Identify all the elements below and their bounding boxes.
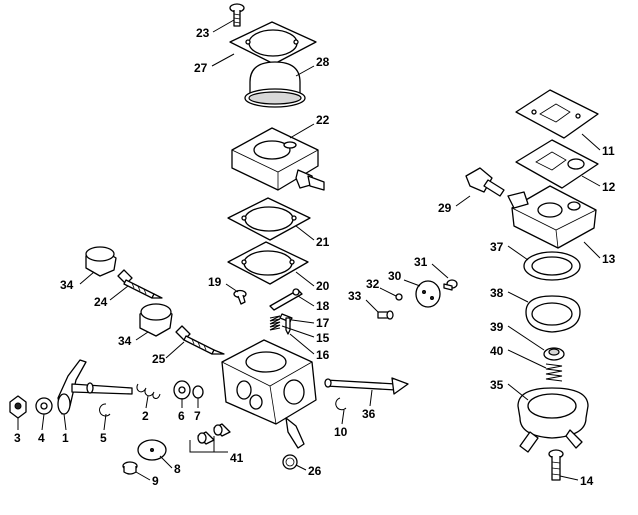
callout-17: 17: [316, 316, 330, 330]
callout-8: 8: [174, 462, 181, 476]
callout-38: 38: [490, 286, 504, 300]
part-20-diaphragm: [227, 241, 309, 285]
part-35-pump-cover: [517, 387, 589, 453]
part-12-diaphragm: [515, 139, 599, 189]
part-37-gasket: [523, 251, 581, 281]
part-31-screw: [443, 279, 458, 291]
part-19-screw: [233, 289, 247, 305]
part-38-diaphragm: [525, 295, 581, 333]
part-2-spring: [136, 383, 161, 399]
part-22-pump-cover: [231, 127, 325, 191]
part-23-screw: [229, 3, 245, 27]
callout-5: 5: [100, 431, 107, 445]
callout-19: 19: [208, 275, 222, 289]
callout-3: 3: [14, 431, 21, 445]
part-13-pump-body: [507, 185, 597, 249]
callout-26: 26: [308, 464, 322, 478]
part-18-lever: [269, 288, 303, 311]
part-10-circlip: [335, 397, 347, 411]
part-8-plate: [137, 439, 167, 461]
part-27-gasket: [229, 21, 317, 65]
callout-15: 15: [316, 331, 330, 345]
part-30-plate: [415, 280, 441, 308]
part-40-spring: [545, 363, 563, 382]
callout-24: 24: [94, 295, 108, 309]
callout-34-upper: 34: [60, 278, 74, 292]
carburetor-body: [221, 339, 317, 449]
callout-40: 40: [490, 344, 504, 358]
part-3-nut: [9, 395, 27, 419]
part-14-screw: [548, 449, 564, 481]
part-39-disc: [543, 347, 565, 361]
part-24-adjusting-screw: [117, 269, 163, 299]
callout-12: 12: [602, 180, 616, 194]
part-16-inlet-needle: [285, 317, 291, 335]
callout-29: 29: [438, 201, 452, 215]
part-1-throttle-shaft: [57, 359, 133, 415]
callout-32: 32: [366, 277, 380, 291]
callout-18: 18: [316, 299, 330, 313]
part-29-screw: [465, 167, 505, 197]
callout-13: 13: [602, 252, 616, 266]
part-4-washer: [35, 397, 53, 415]
part-34-limiter-cap-upper: [85, 246, 117, 277]
part-9-screw: [122, 461, 138, 475]
callout-37: 37: [490, 240, 504, 254]
part-5-circlip: [99, 403, 111, 417]
part-21-gasket: [227, 197, 311, 241]
callout-7: 7: [194, 409, 201, 423]
callout-20: 20: [316, 279, 330, 293]
callout-16: 16: [316, 348, 330, 362]
callout-numbers: 23 27 28 22 21 20 19 18 17 15 16 34 24 3…: [14, 26, 616, 488]
callout-4: 4: [38, 431, 45, 445]
part-11-gasket: [515, 89, 599, 139]
callout-31: 31: [414, 255, 428, 269]
callout-41: 41: [230, 451, 244, 465]
callout-25: 25: [152, 352, 166, 366]
callout-35: 35: [490, 378, 504, 392]
callout-28: 28: [316, 55, 330, 69]
part-33-screw: [377, 310, 394, 320]
part-25-adjusting-screw: [175, 325, 225, 355]
callout-22: 22: [316, 113, 330, 127]
callout-11: 11: [602, 144, 615, 158]
callout-14: 14: [580, 474, 594, 488]
callout-39: 39: [490, 320, 504, 334]
part-34-limiter-cap-lower: [139, 303, 173, 337]
callout-2: 2: [142, 409, 149, 423]
callout-10: 10: [334, 425, 348, 439]
part-36-choke-shaft: [324, 377, 409, 395]
part-15-spring: [269, 315, 281, 331]
callout-6: 6: [178, 409, 185, 423]
callout-33: 33: [348, 289, 362, 303]
callout-1: 1: [62, 431, 69, 445]
leader-lines: [17, 19, 601, 481]
part-41-plugs: [197, 423, 231, 445]
callout-34-lower: 34: [118, 334, 132, 348]
callout-27: 27: [194, 61, 208, 75]
part-32-ball: [395, 293, 403, 301]
part-26-screen: [282, 454, 298, 470]
callout-30: 30: [388, 269, 402, 283]
callout-21: 21: [316, 235, 330, 249]
part-6-washer: [173, 380, 191, 400]
callout-36: 36: [362, 407, 376, 421]
callout-9: 9: [152, 474, 159, 488]
part-28-primer-bulb: [244, 61, 306, 108]
part-7-washer: [192, 385, 204, 399]
callout-23: 23: [196, 26, 210, 40]
